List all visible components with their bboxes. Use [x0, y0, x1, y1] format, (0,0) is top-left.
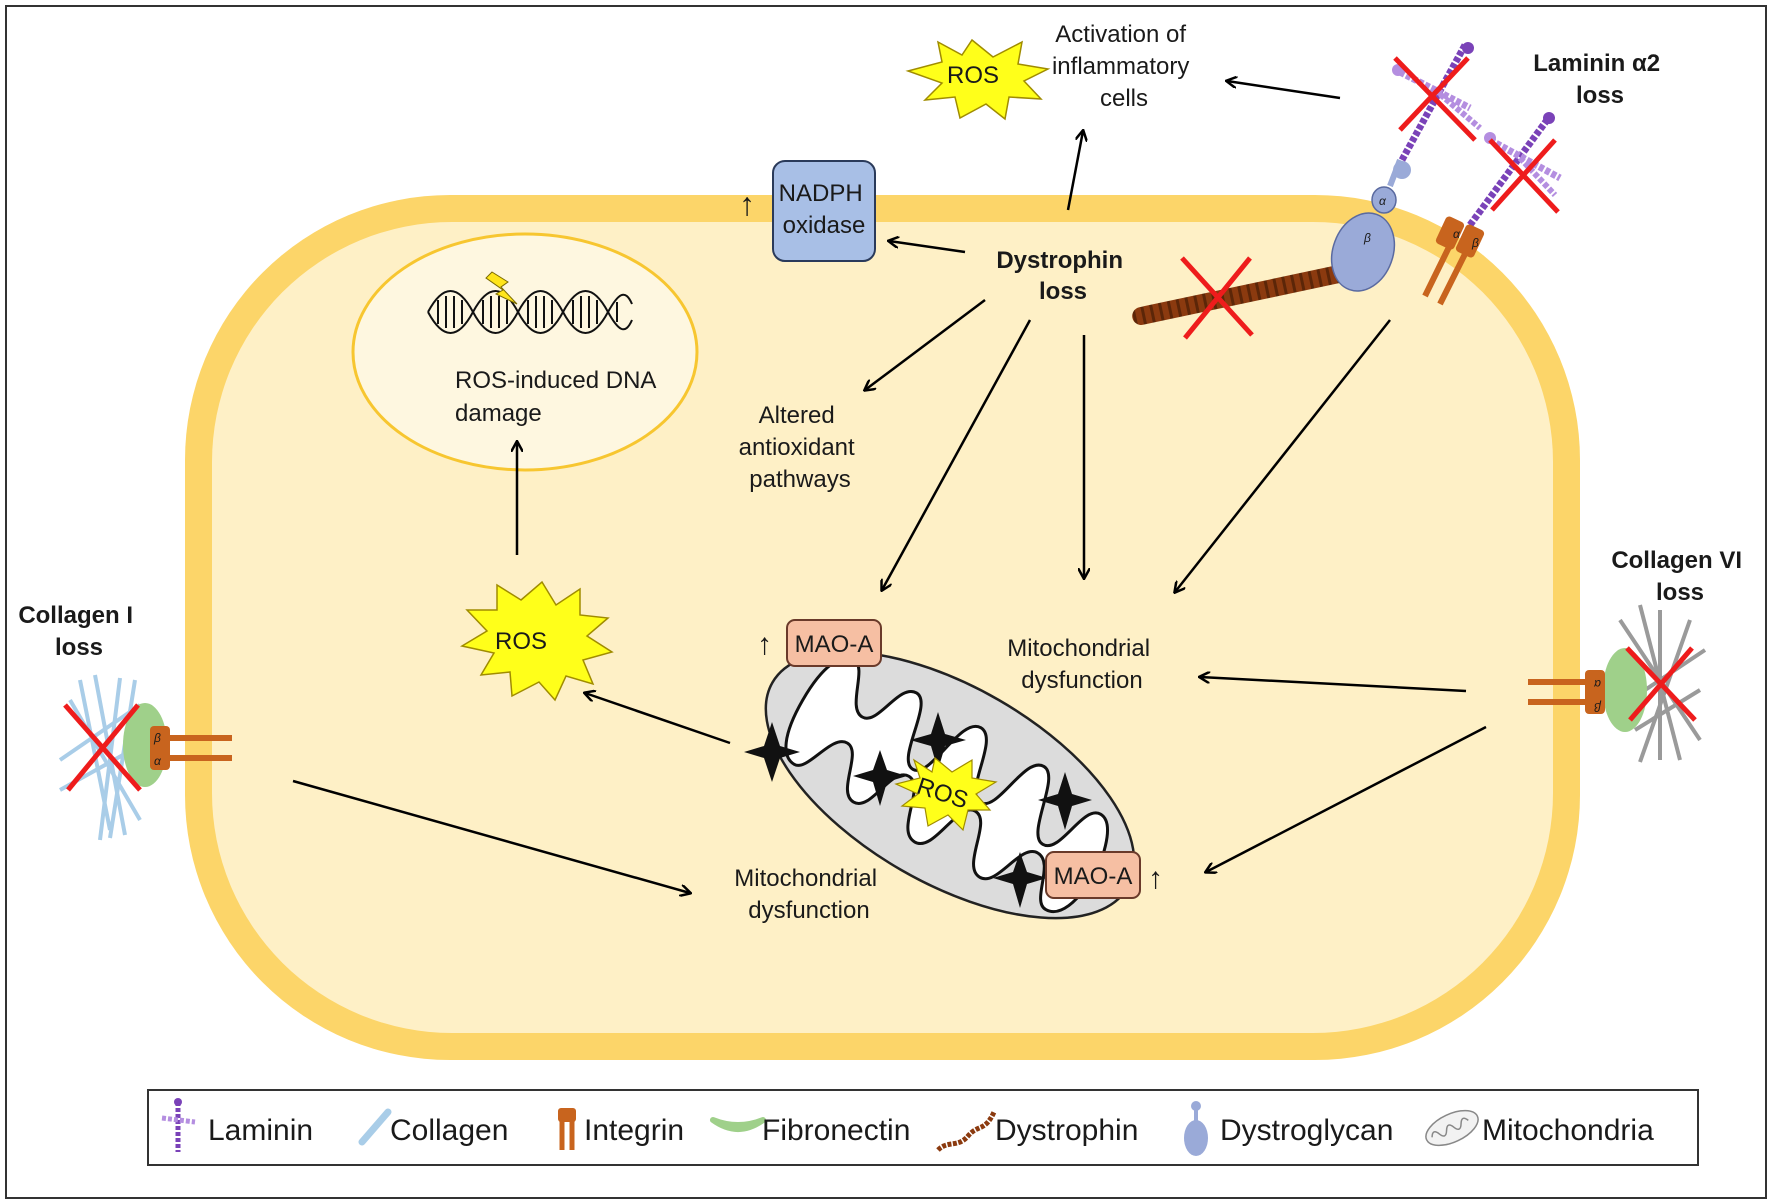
legend: Laminin Collagen Integrin Fibronectin Dy… [147, 1089, 1699, 1166]
nadph-box [772, 160, 876, 262]
dystrophin-loss-label: Dystrophin loss [996, 247, 1129, 305]
svg-text:α: α [154, 754, 162, 768]
red-x-laminin-2 [1488, 138, 1560, 214]
integrin-top-right: α β [1422, 216, 1485, 306]
up-arrow-maoa-top: ↑ [757, 628, 772, 661]
arrows [292, 81, 1487, 893]
up-arrow-maoa-bottom: ↑ [1148, 862, 1163, 895]
laminin-loss-label: Laminin α2 loss [1533, 50, 1666, 109]
svg-text:β: β [1594, 700, 1602, 714]
collagen6-loss-label: Collagen VI loss [1611, 547, 1748, 606]
integrin-icon [558, 1108, 576, 1150]
maoa-box-bottom [1045, 851, 1141, 899]
maoa-box-top [786, 619, 882, 667]
laminin-icon-2 [1467, 112, 1562, 228]
legend-label-dystrophin: Dystrophin [995, 1114, 1138, 1147]
mitochondrion: ROS [744, 650, 1136, 920]
svg-text:β: β [153, 731, 161, 745]
altered-pathways-label: Altered antioxidant pathways [739, 402, 862, 493]
dystroglycan-icon [1184, 1101, 1208, 1156]
laminin-icon [161, 1098, 196, 1152]
dna-icon [427, 290, 633, 334]
legend-label-collagen: Collagen [390, 1114, 508, 1147]
nadph-label: NADPH oxidase [779, 180, 870, 239]
svg-text:β: β [1471, 236, 1479, 250]
red-x-collagen6 [1625, 646, 1697, 722]
red-x-dystrophin [1180, 256, 1254, 340]
dystroglycan-beta [1330, 212, 1396, 292]
svg-text:α: α [1379, 194, 1387, 208]
mitochondria-icon [1425, 1109, 1479, 1147]
ros-left-label: ROS [495, 628, 547, 655]
legend-label-fibronectin: Fibronectin [762, 1114, 910, 1147]
ros-top-label: ROS [947, 62, 999, 89]
legend-label-mitochondria: Mitochondria [1482, 1114, 1654, 1147]
ros-burst-mito [894, 756, 998, 832]
collagen1-complex: β α [58, 674, 232, 841]
dystroglycan-alpha [1371, 186, 1397, 214]
dystrophin-complex: β α [1132, 158, 1411, 340]
laminin-molecules: α β [1392, 42, 1562, 306]
nucleus: ROS-induced DNA damage [351, 232, 699, 472]
lightning-icon [485, 271, 518, 305]
svg-text:β: β [1363, 231, 1371, 245]
activation-label: Activation of inflammatory cells [1052, 21, 1196, 112]
ros-burst-left: ROS [459, 580, 614, 702]
mito-dysfunction-label-bottom: Mitochondrial dysfunction [734, 865, 883, 924]
legend-label-integrin: Integrin [584, 1114, 684, 1147]
maoa-label-bottom: MAO-A [1054, 863, 1133, 890]
maoa-label-top: MAO-A [795, 631, 874, 658]
fibronectin-icon [710, 1117, 766, 1132]
up-arrow-nadph: ↑ [739, 186, 755, 222]
red-x-laminin-1 [1393, 56, 1477, 142]
mito-dysfunction-label-right: Mitochondrial dysfunction [1007, 635, 1156, 694]
star-sparkles [744, 712, 1092, 908]
legend-label-dystroglycan: Dystroglycan [1220, 1114, 1393, 1147]
ros-burst-top: ROS [905, 38, 1051, 121]
red-x-collagen1 [63, 703, 142, 792]
dna-damage-label: ROS-induced DNA damage [455, 367, 662, 427]
legend-label-laminin: Laminin [208, 1114, 313, 1147]
svg-text:α: α [1593, 677, 1601, 691]
collagen1-loss-label: Collagen I loss [18, 602, 139, 661]
dystrophin-icon [936, 1110, 997, 1152]
svg-text:α: α [1453, 227, 1461, 241]
collagen6-complex: α β [1528, 604, 1707, 763]
collagen-icon [358, 1108, 392, 1146]
